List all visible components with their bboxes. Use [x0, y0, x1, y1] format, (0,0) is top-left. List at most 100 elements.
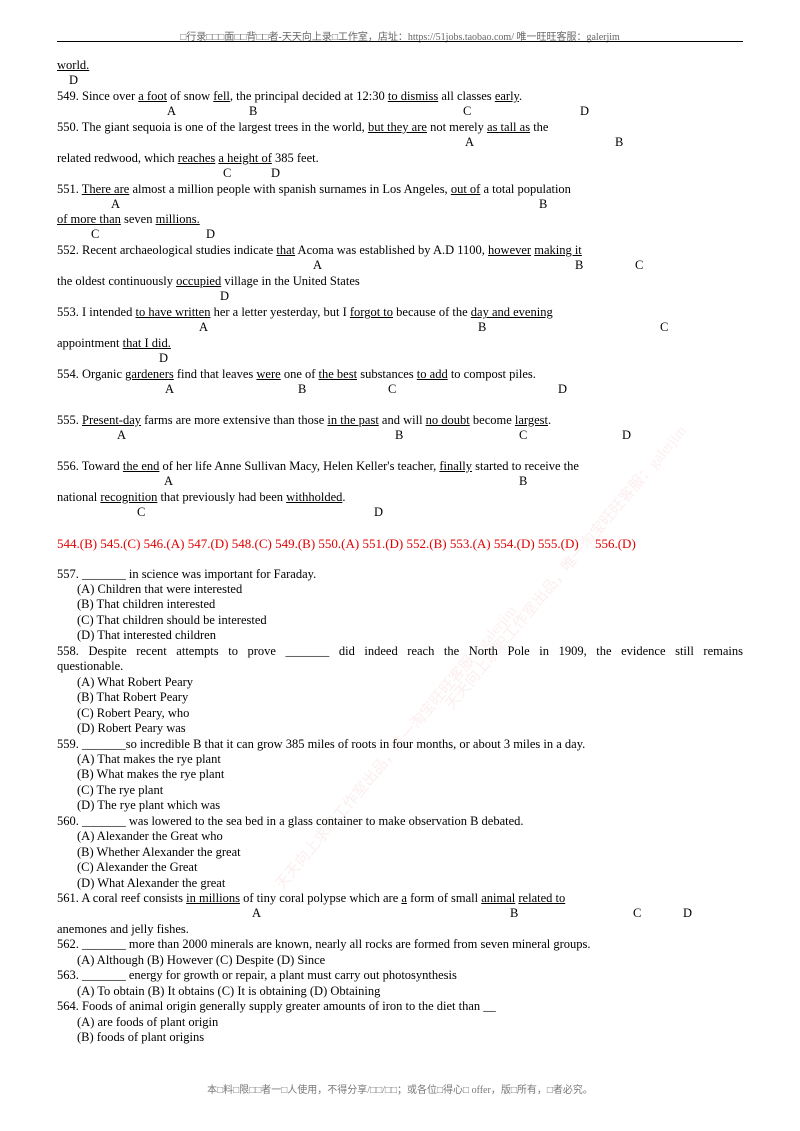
q549-text: Since over	[82, 89, 139, 103]
q552-underline-c: making it	[534, 243, 582, 257]
answer-key: 544.(B) 545.(C) 546.(A) 547.(D) 548.(C) …	[57, 536, 636, 551]
q551-letter-d: D	[206, 227, 216, 241]
q555-underline-c: no doubt	[425, 413, 470, 427]
q549-underline-d: early	[494, 89, 519, 103]
q553-number: 553.	[57, 305, 79, 319]
q549-letter-b: B	[249, 104, 258, 118]
q557-question: 557. _______ in science was important fo…	[57, 567, 317, 581]
q564-option-a: (A) are foods of plant origin	[77, 1015, 219, 1029]
q551-text: seven	[120, 212, 156, 226]
q550-underline-d: a height of	[218, 151, 272, 165]
q556-letter-c: C	[137, 505, 146, 519]
q556-number: 556.	[57, 459, 79, 473]
q550-underline-a: but they are	[367, 120, 427, 134]
q549-underline-b: fell	[213, 89, 230, 103]
q555-letter-c: C	[519, 428, 528, 442]
q556-underline-b: finally	[439, 459, 473, 473]
q555-letter-a: A	[117, 428, 127, 442]
q562-question: 562. _______ more than 2000 minerals are…	[57, 937, 591, 951]
q553-underline-c: day and evening	[470, 305, 553, 319]
q554-sentence: 554. Organic gardeners find that leaves …	[57, 367, 536, 382]
q555-text: farms are more extensive than those	[141, 413, 328, 427]
q551-letter-b: B	[539, 197, 548, 211]
q551-text: a total population	[480, 182, 571, 196]
q550-text: The giant sequoia is one of the largest …	[81, 120, 368, 134]
q559-option-a: (A) That makes the rye plant	[77, 752, 221, 766]
q552-sentence-line2: the oldest continuously occupied village…	[57, 274, 360, 289]
q556-underline-a: the end	[122, 459, 160, 473]
q554-letter-b: B	[298, 382, 307, 396]
q556-sentence-line2: national recognition that previously had…	[57, 490, 346, 505]
q553-letter-d: D	[159, 351, 169, 365]
q549-text: , the principal decided at 12:30	[229, 89, 388, 103]
q554-text: to compost piles.	[447, 367, 536, 381]
q561-letter-c: C	[633, 906, 642, 920]
q553-underline-d: that I did.	[122, 336, 171, 350]
q552-text: Recent archaeological studies indicate	[82, 243, 277, 257]
q556-letter-b: B	[519, 474, 528, 488]
q553-text: because of the	[393, 305, 471, 319]
q554-text: one of	[280, 367, 319, 381]
q556-text: that previously had been	[157, 490, 287, 504]
q548-tail: world.	[57, 58, 89, 73]
q561-sentence-line2: anemones and jelly fishes.	[57, 922, 189, 936]
q561-text: form of small	[406, 891, 482, 905]
q555-text: .	[548, 413, 552, 427]
q557-option-d: (D) That interested children	[77, 628, 216, 642]
q558-option-c: (C) Robert Peary, who	[77, 706, 190, 720]
q554-number: 554.	[57, 367, 79, 381]
q563-options: (A) To obtain (B) It obtains (C) It is o…	[77, 984, 381, 998]
q555-number: 555.	[57, 413, 79, 427]
q561-letter-b: B	[510, 906, 519, 920]
q564-question: 564. Foods of animal origin generally su…	[57, 999, 496, 1013]
q553-letter-a: A	[199, 320, 209, 334]
q554-letter-c: C	[388, 382, 397, 396]
q552-text: the oldest continuously	[57, 274, 177, 288]
q550-number: 550.	[57, 120, 79, 134]
q558-option-d: (D) Robert Peary was	[77, 721, 186, 735]
q553-letter-b: B	[478, 320, 487, 334]
header-rule	[57, 41, 743, 42]
q555-text: and will	[378, 413, 426, 427]
q555-letter-d: D	[622, 428, 632, 442]
q559-option-b: (B) What makes the rye plant	[77, 767, 225, 781]
q556-text: .	[342, 490, 346, 504]
q554-underline-d: to add	[416, 367, 448, 381]
q550-sentence: 550. The giant sequoia is one of the lar…	[57, 120, 548, 135]
q551-number: 551.	[57, 182, 79, 196]
q549-text: all classes	[438, 89, 495, 103]
q549-letter-a: A	[167, 104, 177, 118]
q556-underline-c: recognition	[100, 490, 158, 504]
q561-letter-d: D	[683, 906, 693, 920]
q558-option-a: (A) What Robert Peary	[77, 675, 194, 689]
q555-underline-b: in the past	[327, 413, 379, 427]
q550-text: the	[530, 120, 549, 134]
q561-underline-a: in millions	[186, 891, 240, 905]
q553-letter-c: C	[660, 320, 669, 334]
q550-letter-d: D	[271, 166, 281, 180]
q557-option-a: (A) Children that were interested	[77, 582, 243, 596]
q552-letter-c: C	[635, 258, 644, 272]
q551-underline-a: There are	[81, 182, 130, 196]
q556-underline-d: withholded	[286, 490, 343, 504]
q552-sentence: 552. Recent archaeological studies indic…	[57, 243, 582, 258]
q556-letter-d: D	[374, 505, 384, 519]
q558-question: 558. Despite recent attempts to prove __…	[57, 644, 743, 658]
q557-option-b: (B) That children interested	[77, 597, 216, 611]
q561-underline-d: related to	[518, 891, 566, 905]
q552-letter-b: B	[575, 258, 584, 272]
q551-letter-c: C	[91, 227, 100, 241]
q550-text: 385 feet.	[271, 151, 319, 165]
q553-sentence: 553. I intended to have written her a le…	[57, 305, 553, 320]
q549-letter-d: D	[580, 104, 590, 118]
q551-letter-a: A	[111, 197, 121, 211]
q558-option-b: (B) That Robert Peary	[77, 690, 189, 704]
q550-underline-b: as tall as	[487, 120, 531, 134]
q552-number: 552.	[57, 243, 79, 257]
q549-text: of snow	[167, 89, 214, 103]
q561-underline-c: animal	[481, 891, 516, 905]
q556-text: of her life Anne Sullivan Macy, Helen Ke…	[159, 459, 440, 473]
q561-letter-a: A	[252, 906, 262, 920]
q553-underline-a: to have written	[135, 305, 211, 319]
q554-text: find that leaves	[173, 367, 257, 381]
